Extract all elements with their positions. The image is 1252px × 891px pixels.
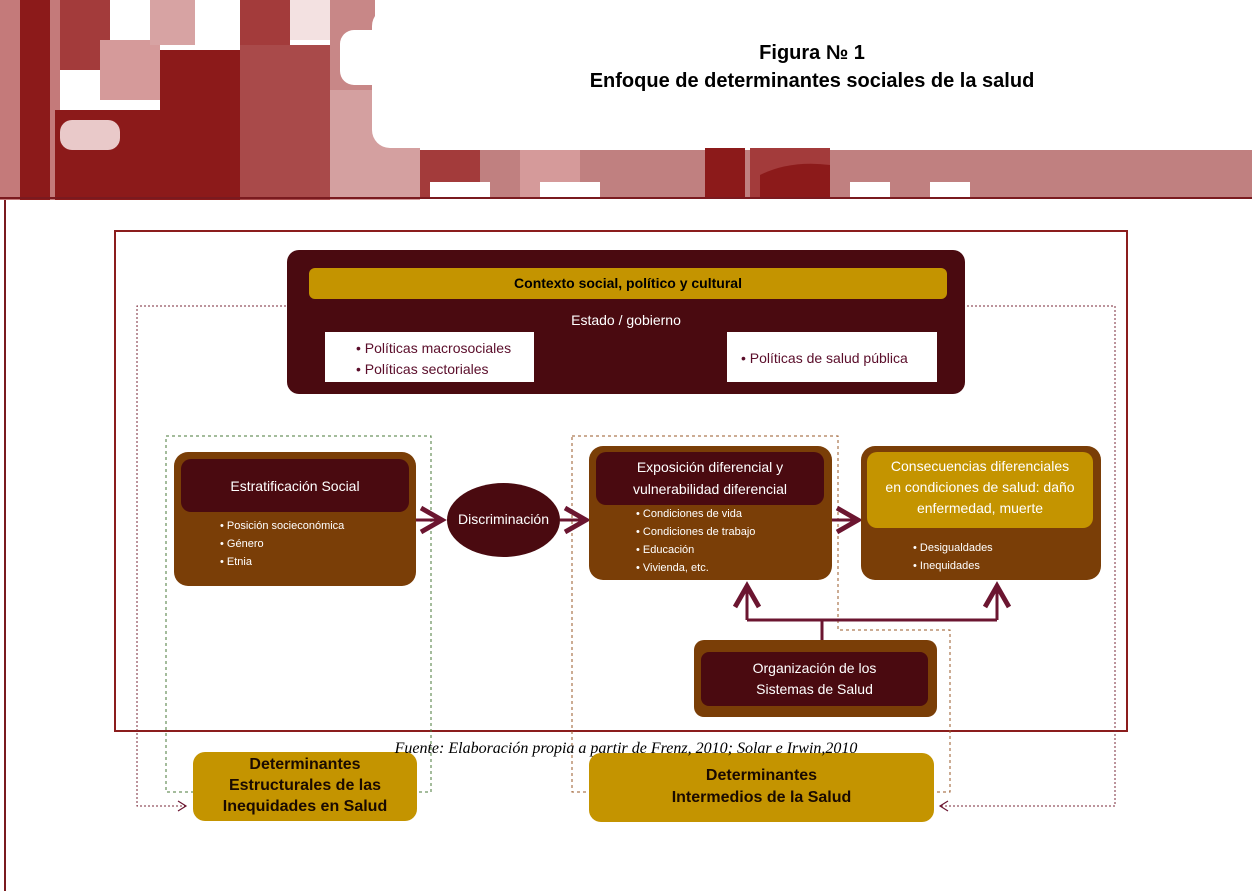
consequences-item: • Desigualdades bbox=[913, 542, 993, 554]
state-label: Estado / gobierno bbox=[571, 312, 681, 328]
health-systems-line: Organización de los bbox=[752, 660, 877, 676]
exposure-title-line: vulnerabilidad diferencial bbox=[632, 481, 788, 497]
context-title: Contexto social, político y cultural bbox=[514, 275, 742, 291]
intermediate-line: Determinantes bbox=[705, 767, 818, 784]
title-card bbox=[372, 8, 1252, 148]
structural-line: Estructurales de las bbox=[228, 777, 382, 794]
structural-line: Inequidades en Salud bbox=[222, 798, 388, 815]
figure-caption: Fuente: Elaboración propia a partir de F… bbox=[394, 740, 858, 757]
exposure-item: • Vivienda, etc. bbox=[636, 562, 709, 574]
exposure-item: • Educación bbox=[636, 544, 695, 556]
exposure-title-bar bbox=[596, 452, 824, 505]
policies-right-box bbox=[727, 332, 937, 382]
structural-line: Determinantes bbox=[249, 756, 361, 773]
stratification-item: • Género bbox=[220, 538, 264, 550]
health-systems-line: Sistemas de Salud bbox=[756, 681, 873, 697]
discrimination-label: Discriminación bbox=[457, 511, 550, 527]
consequences-title-bar bbox=[867, 452, 1093, 528]
policies-left-box bbox=[325, 332, 534, 382]
stratification-title: Estratificación Social bbox=[230, 478, 360, 494]
diagram-frame bbox=[114, 230, 1128, 732]
policy-public-health: • Políticas de salud pública bbox=[741, 350, 908, 366]
left-rule bbox=[4, 200, 6, 891]
intermediate-line: Intermedios de la Salud bbox=[671, 789, 852, 806]
figure-title: Enfoque de determinantes sociales de la … bbox=[589, 70, 1035, 92]
exposure-item: • Condiciones de trabajo bbox=[636, 526, 756, 538]
intermediate-determinants-box bbox=[589, 753, 934, 822]
consequences-title-line: Consecuencias diferenciales bbox=[890, 458, 1070, 474]
exposure-title-line: Exposición diferencial y bbox=[636, 459, 784, 475]
discrimination-node bbox=[447, 483, 560, 557]
health-systems-title-bar bbox=[701, 652, 928, 706]
exposure-item: • Condiciones de vida bbox=[636, 508, 742, 520]
consequences-title-line: en condiciones de salud: daño bbox=[885, 479, 1075, 495]
policy-sectoral: • Políticas sectoriales bbox=[356, 361, 489, 377]
structural-determinants-box bbox=[193, 752, 417, 821]
policy-macrosocial: • Políticas macrosociales bbox=[356, 340, 512, 356]
context-title-bar bbox=[309, 268, 947, 299]
stratification-title-bar bbox=[181, 459, 409, 512]
consequences-item: • Inequidades bbox=[913, 560, 980, 572]
stratification-item: • Posición socieconómica bbox=[220, 520, 345, 532]
figure-number: Figura № 1 bbox=[759, 42, 865, 64]
consequences-title-line: enfermedad, muerte bbox=[916, 500, 1044, 516]
stratification-item: • Etnia bbox=[220, 556, 252, 568]
